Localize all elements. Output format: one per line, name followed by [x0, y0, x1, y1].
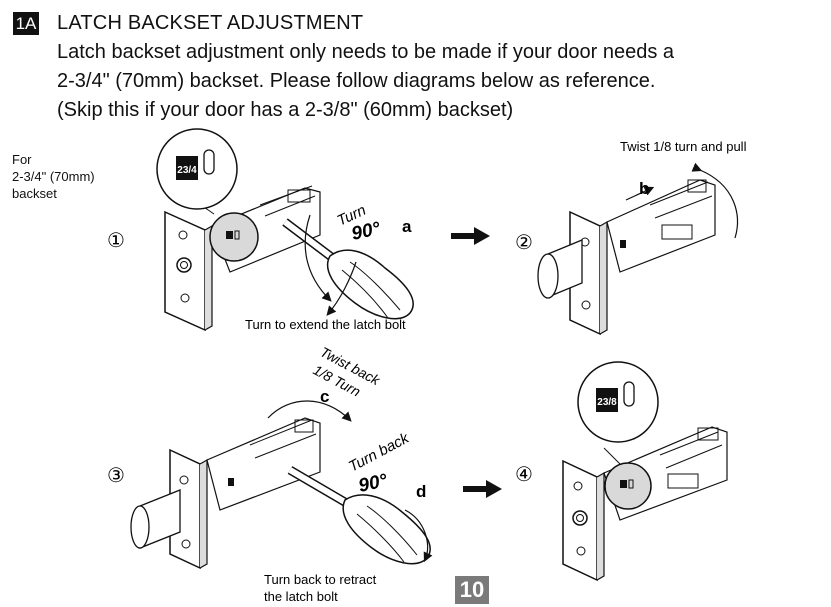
side-note-line-2: 2-3/4" (70mm) [12, 169, 95, 184]
intro-line-1: Latch backset adjustment only needs to b… [57, 41, 675, 63]
section-badge: 1A [13, 12, 39, 35]
step2-twist-arrow [691, 162, 739, 239]
dial-label-retracted: 23/8 [597, 397, 617, 408]
intro-line-2: 2-3/4" (70mm) backset. Please follow dia… [57, 70, 656, 92]
step3-angle: 90° [357, 470, 390, 497]
step3-caption-line-1: Turn back to retract [264, 572, 377, 587]
step1-caption: Turn to extend the latch bolt [245, 317, 406, 332]
side-note-line-3: backset [12, 186, 57, 201]
page-number: 10 [455, 576, 489, 604]
step4-zoom-bubble: 23/8 [577, 361, 659, 443]
step3-screwdriver [287, 466, 431, 565]
intro-line-3: (Skip this if your door has a 2-3/8" (60… [57, 99, 514, 121]
step2-pull-arrow [625, 186, 655, 201]
step1-number: ① [107, 230, 125, 252]
step3-latch-drawing [130, 417, 321, 570]
dial-label-extended: 23/4 [177, 165, 197, 176]
step3-letter-d: d [416, 482, 426, 501]
step3-turn-arrows [267, 400, 433, 563]
step1-turn-arrows [304, 214, 357, 316]
step3-turn-word: Turn back [346, 429, 413, 476]
step3-letter-c: c [320, 387, 329, 406]
side-note-line-1: For [12, 152, 32, 167]
step2-number: ② [515, 232, 533, 254]
step2-latch-drawing [537, 179, 716, 336]
step2-letter: b [639, 179, 649, 198]
step1-latch-drawing [164, 185, 321, 332]
step4-number: ④ [515, 464, 533, 486]
step1-letter: a [402, 217, 412, 236]
step1-screwdriver [282, 218, 414, 320]
step4-latch-drawing [562, 426, 728, 582]
section-title: LATCH BACKSET ADJUSTMENT [57, 12, 364, 34]
step2-caption: Twist 1/8 turn and pull [620, 139, 747, 154]
step3-caption-line-2: the latch bolt [264, 589, 338, 604]
step1-zoom-bubble: 23/4 [156, 128, 238, 210]
step3-number: ③ [107, 465, 125, 487]
